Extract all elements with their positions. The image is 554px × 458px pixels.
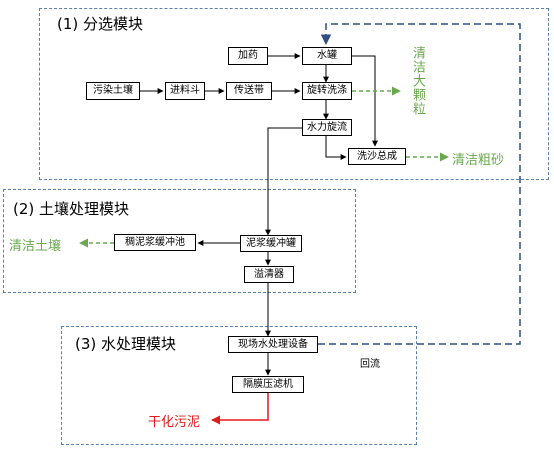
- node-feed-hopper: 进料斗: [165, 82, 205, 100]
- section-soil-treatment-module: [3, 189, 356, 293]
- node-hydrocyclone: 水力旋流: [302, 119, 352, 136]
- return-flow-line: [318, 23, 521, 345]
- arrow-cyclone-to-sand-washer: [325, 136, 347, 160]
- section-title-sorting: (1) 分选模块: [57, 15, 144, 33]
- section-water-treatment-module: [61, 326, 417, 445]
- node-overflow-clarifier: 溢清器: [244, 266, 294, 283]
- node-onsite-water-equipment: 现场水处理设备: [228, 336, 318, 353]
- node-slurry-buffer-tank: 泥浆缓冲罐: [240, 235, 302, 252]
- section-title-water: (3) 水处理模块: [75, 335, 177, 353]
- section-sorting-module: [39, 8, 549, 180]
- node-rotary-washing: 旋转洗涤: [302, 82, 352, 100]
- node-contaminated-soil: 污染土壤: [86, 82, 140, 100]
- section-title-soil: (2) 土壤处理模块: [13, 200, 130, 218]
- node-membrane-filter-press: 隔膜压滤机: [232, 376, 304, 393]
- node-dosing: 加药: [228, 47, 268, 65]
- node-thick-slurry-pool: 稠泥浆缓冲池: [114, 234, 196, 251]
- arrow-cyclone-to-slurry-tank: [265, 127, 304, 236]
- arrow-tank-to-sand-washer: [352, 55, 378, 147]
- output-clean-coarse-sand: 清洁粗砂: [452, 153, 505, 168]
- return-flow-label: 回流: [360, 359, 380, 370]
- output-clean-soil: 清洁土壤: [9, 239, 62, 254]
- node-sand-washer: 洗沙总成: [348, 148, 406, 165]
- node-conveyor-belt: 传送带: [226, 82, 272, 100]
- node-water-tank: 水罐: [302, 47, 352, 65]
- arrow-to-dried-sludge: [211, 393, 269, 425]
- output-clean-large-particles: 清洁大颗粒: [410, 46, 425, 116]
- output-dried-sludge: 干化污泥: [148, 415, 201, 430]
